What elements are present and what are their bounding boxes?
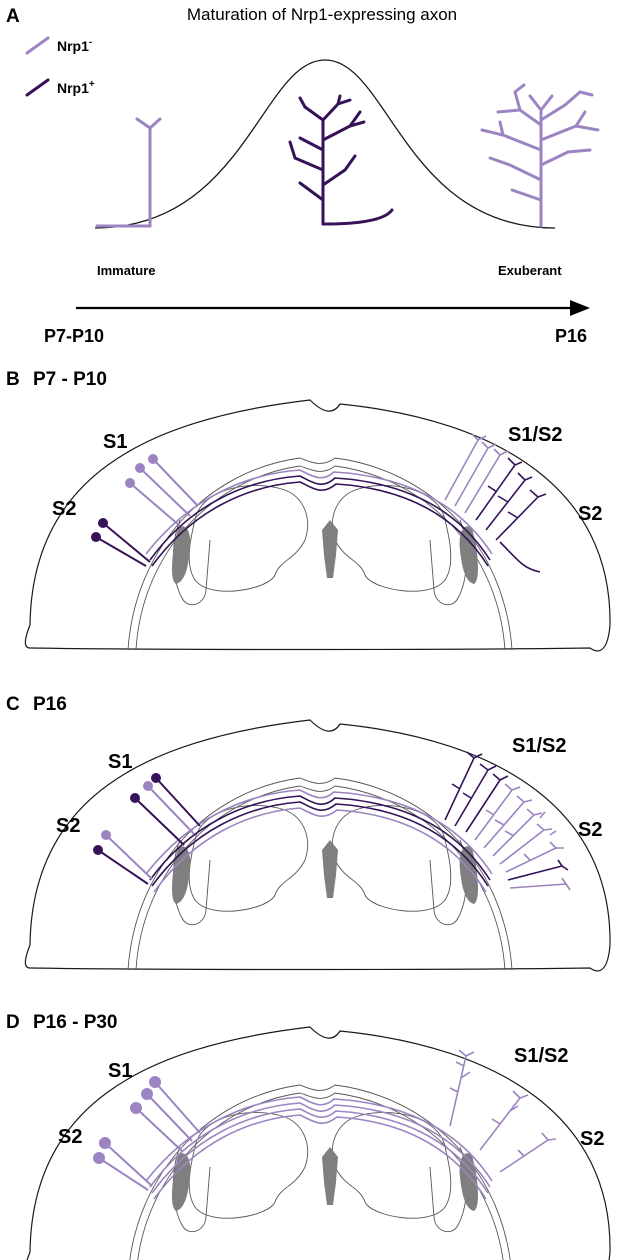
legend-swatch-nrp1-positive [25, 78, 50, 97]
panel-b-title: P7 - P10 [33, 369, 107, 390]
label-s1-d: S1 [108, 1060, 132, 1082]
terminals-right-b [444, 433, 547, 573]
immature-axon [95, 117, 162, 228]
label-s2-left-c: S2 [56, 815, 80, 837]
label-s2-right-b: S2 [578, 503, 602, 525]
terminals-right-c [444, 751, 571, 891]
label-s2-left-b: S2 [52, 498, 76, 520]
stage-immature-label: Immature [97, 263, 156, 278]
panel-c-letter: C [6, 694, 20, 715]
panel-b: B P7 - P10 [6, 369, 611, 652]
callosal-tracts-b [145, 469, 493, 567]
exuberant-axon [480, 83, 600, 228]
neurons-left-d [93, 1076, 201, 1191]
legend-label-nrp1-positive: Nrp1+ [57, 79, 95, 96]
panel-a-title: Maturation of Nrp1-expressing axon [187, 5, 457, 24]
label-s1s2-b: S1/S2 [508, 424, 562, 446]
label-s1-c: S1 [108, 751, 132, 773]
panel-c: C P16 [6, 694, 611, 972]
neurons-left-b [91, 454, 199, 567]
legend: Nrp1- Nrp1+ [25, 36, 95, 97]
neurons-left-c [93, 773, 201, 885]
time-arrow-head [570, 300, 590, 316]
legend-label-nrp1-negative: Nrp1- [57, 37, 92, 54]
time-end-label: P16 [555, 326, 587, 346]
panel-b-letter: B [6, 369, 20, 390]
label-s1s2-d: S1/S2 [514, 1045, 568, 1067]
label-s2-right-d: S2 [580, 1128, 604, 1150]
callosal-tracts-d [145, 1096, 493, 1200]
legend-swatch-nrp1-negative [25, 36, 50, 55]
expression-curve [94, 59, 556, 229]
panel-d: D P16 - P30 S1 S2 S1/S2 [6, 1012, 611, 1260]
panel-d-title: P16 - P30 [33, 1012, 118, 1033]
panel-c-title: P16 [33, 694, 67, 715]
time-start-label: P7-P10 [44, 326, 104, 346]
panel-a-letter: A [6, 6, 20, 27]
label-s1-b: S1 [103, 431, 127, 453]
callosal-tracts-c [145, 789, 493, 893]
label-s2-right-c: S2 [578, 819, 602, 841]
panel-a: A Maturation of Nrp1-expressing axon Nrp… [6, 5, 600, 346]
terminals-right-d [449, 1049, 557, 1173]
panel-d-letter: D [6, 1012, 20, 1033]
label-s2-left-d: S2 [58, 1126, 82, 1148]
label-s1s2-c: S1/S2 [512, 735, 566, 757]
peak-axon-nrp1-positive [288, 94, 394, 226]
stage-exuberant-label: Exuberant [498, 263, 562, 278]
